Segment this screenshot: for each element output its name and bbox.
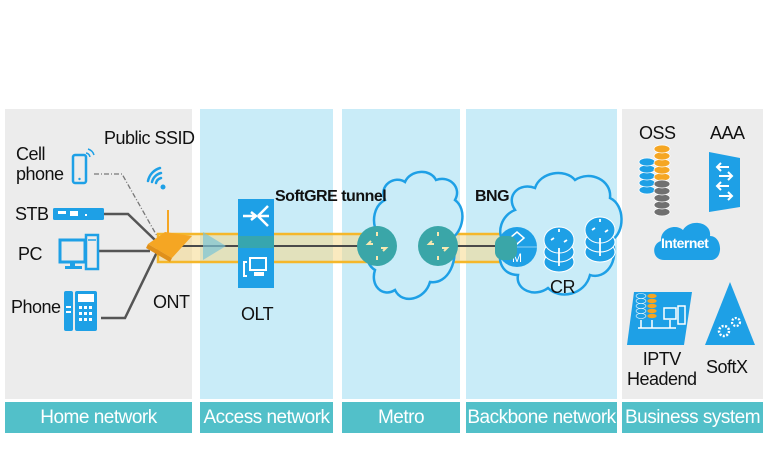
label-public-ssid: Public SSID	[104, 128, 195, 148]
metro-router-1-icon	[357, 226, 397, 266]
oss-database-icon	[638, 144, 671, 217]
label-softgre-tunnel: SoftGRE tunnel	[275, 188, 387, 205]
tunnel-direction-arrow	[203, 232, 226, 260]
bng-icon: M	[495, 227, 537, 267]
metro-router-2-icon	[418, 226, 458, 266]
section-label-access: Access network	[200, 402, 333, 433]
iptv-headend-icon	[627, 292, 692, 345]
link-phone-ont	[101, 249, 160, 320]
cr-router-2-icon	[584, 216, 616, 263]
link-stb-ont	[104, 212, 156, 241]
label-phone: Phone	[11, 297, 61, 317]
label-softx: SoftX	[706, 357, 748, 377]
label-oss: OSS	[639, 123, 676, 143]
cr-router-1-icon	[543, 226, 575, 273]
label-internet: Internet	[661, 235, 709, 251]
home-links	[94, 173, 160, 320]
label-aaa: AAA	[710, 123, 745, 143]
stb-icon	[53, 208, 104, 220]
olt-icon	[238, 199, 274, 288]
label-bng: BNG	[475, 188, 510, 205]
link-cellphone-ont	[94, 173, 158, 237]
label-cell-phone: Cell phone	[16, 144, 64, 184]
section-label-backbone: Backbone network	[466, 402, 617, 433]
section-label-business: Business system	[622, 402, 763, 433]
label-pc: PC	[18, 244, 43, 264]
softx-icon	[705, 282, 755, 345]
label-iptv-headend: IPTV Headend	[627, 349, 697, 389]
label-cr: CR	[550, 277, 576, 297]
label-stb: STB	[15, 204, 49, 224]
desk-phone-icon	[64, 291, 97, 331]
label-ont: ONT	[153, 292, 190, 312]
svg-text:M: M	[512, 251, 522, 265]
section-label-metro: Metro	[342, 402, 460, 433]
label-olt: OLT	[241, 304, 274, 324]
cell-phone-icon	[71, 148, 95, 185]
internet-cloud-icon	[654, 222, 721, 260]
ont-icon	[146, 210, 192, 262]
pc-icon	[58, 233, 100, 271]
aaa-server-icon	[709, 152, 740, 212]
wifi-icon	[146, 166, 166, 190]
section-label-home: Home network	[5, 402, 192, 433]
